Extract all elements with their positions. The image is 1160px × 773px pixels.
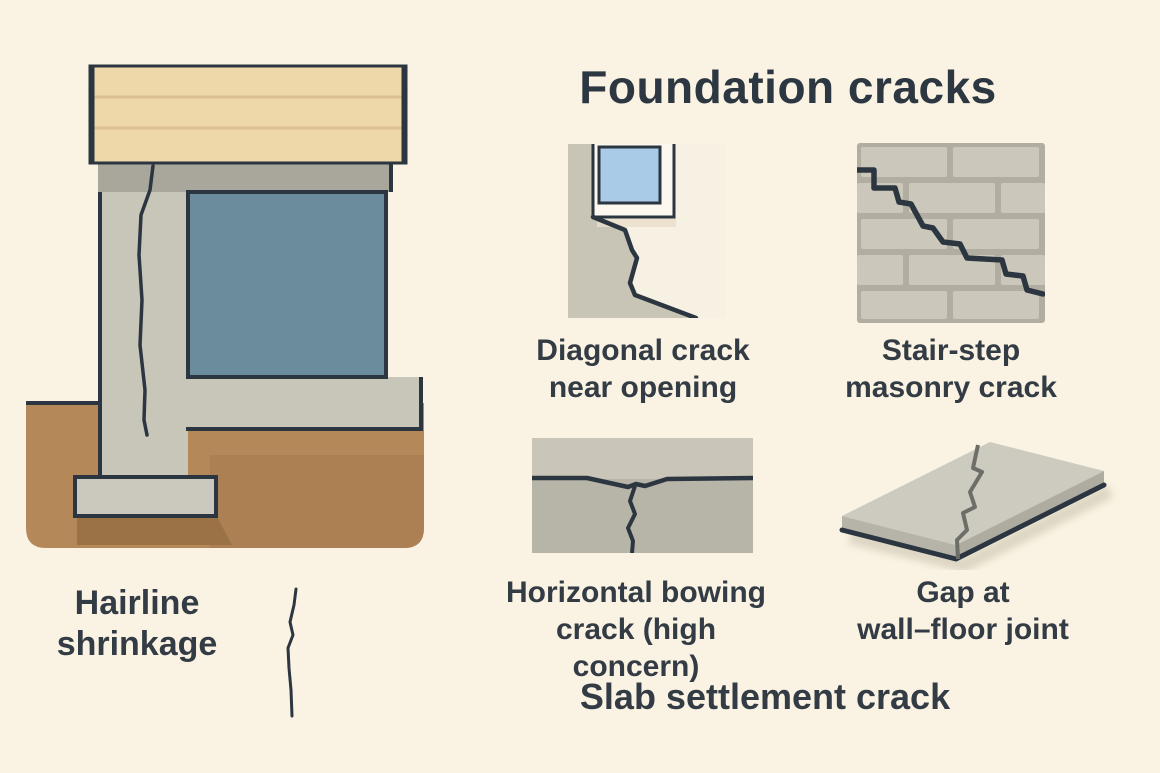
wood-sill-plate bbox=[88, 64, 408, 165]
mortar-background bbox=[857, 143, 1045, 323]
caption-line: Stair-step bbox=[881, 334, 1021, 367]
caption-line: shrinkage bbox=[56, 625, 218, 663]
caption-hairline-shrinkage: Hairline shrinkage bbox=[7, 583, 267, 665]
horizontal-crack-line bbox=[532, 475, 753, 490]
diagonal-crack-illustration bbox=[568, 144, 726, 318]
caption-wall-floor-gap: Gap at wall–floor joint bbox=[843, 574, 1083, 648]
hairline-crack-glyph bbox=[286, 587, 298, 718]
soil-dark-patch bbox=[210, 455, 424, 548]
page-title: Foundation cracks bbox=[579, 61, 997, 113]
caption-stair-step-crack: Stair-step masonry crack bbox=[831, 332, 1071, 406]
basement-panel bbox=[186, 190, 388, 379]
caption-line: Horizontal bowing bbox=[506, 576, 766, 609]
slab-front-right-face bbox=[956, 471, 1104, 559]
caption-bowing-crack: Horizontal bowing crack (high concern) bbox=[500, 574, 772, 685]
slab-crack-illustration bbox=[839, 442, 1114, 570]
caption-line: crack (high concern) bbox=[555, 613, 717, 683]
hairline-crack-line bbox=[286, 587, 298, 718]
slab-top-face bbox=[842, 442, 1104, 545]
cracked-wall-area bbox=[568, 144, 696, 318]
window-sill-shadow bbox=[597, 217, 676, 227]
diagonal-crack-line bbox=[590, 214, 699, 318]
slab-front-left-face bbox=[842, 516, 956, 559]
caption-line: Gap at bbox=[916, 576, 1010, 609]
sill-band bbox=[98, 163, 393, 192]
caption-line: near opening bbox=[548, 371, 738, 404]
caption-diagonal-crack: Diagonal crack near opening bbox=[523, 332, 763, 406]
caption-line: Hairline bbox=[74, 584, 200, 622]
bowing-crack-illustration bbox=[532, 438, 753, 553]
concrete-wall-shape bbox=[98, 163, 423, 477]
caption-line: masonry crack bbox=[845, 371, 1057, 404]
window-glass bbox=[597, 145, 662, 205]
caption-line: Diagonal crack bbox=[536, 334, 750, 367]
foundation-cross-section-illustration bbox=[26, 64, 424, 548]
wall-upper-half bbox=[532, 438, 753, 479]
footing bbox=[73, 475, 218, 518]
wall-lower-half bbox=[532, 479, 753, 553]
slab-shadow bbox=[848, 484, 1114, 570]
vertical-branch-crack bbox=[626, 485, 637, 553]
wall-hairline-crack bbox=[137, 164, 155, 437]
stair-step-crack-line bbox=[857, 167, 1045, 297]
caption-slab-settlement: Slab settlement crack bbox=[579, 676, 951, 717]
brick-pattern bbox=[857, 147, 1045, 319]
caption-line: wall–floor joint bbox=[857, 613, 1069, 646]
footing-shadow bbox=[77, 515, 232, 545]
slab-settlement-crack-line bbox=[955, 444, 984, 560]
stair-step-crack-illustration bbox=[857, 143, 1045, 323]
